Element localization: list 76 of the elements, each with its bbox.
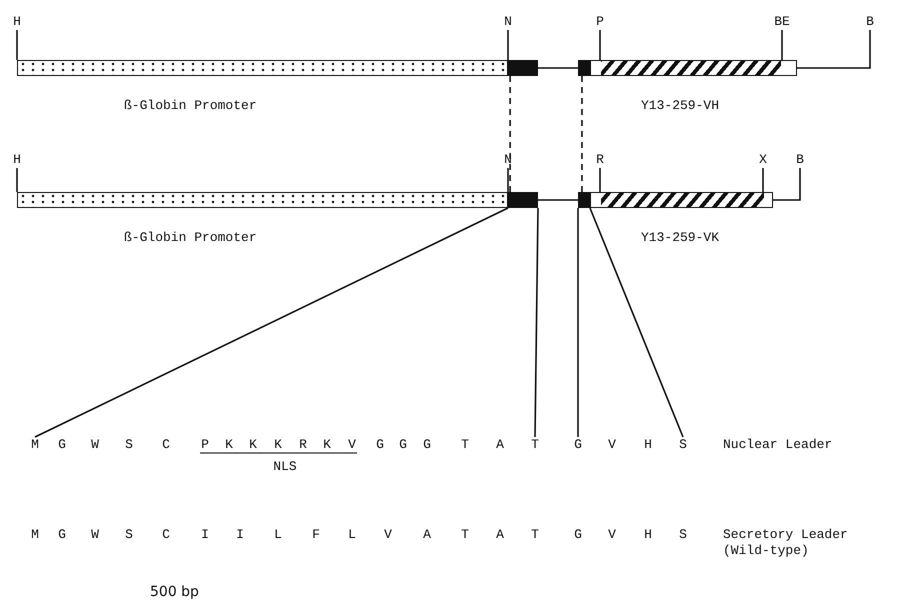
connector-line <box>577 208 579 437</box>
amino-acid-letter: T <box>531 437 539 453</box>
dashed-connector <box>509 76 511 192</box>
connector-line <box>34 207 508 438</box>
amino-acid-letter: A <box>496 437 504 453</box>
amino-acid-letter: H <box>644 527 652 543</box>
amino-acid-letter: C <box>162 437 170 453</box>
amino-acid-letter: I <box>236 527 244 543</box>
site-label: B <box>866 14 874 30</box>
connector-line <box>599 168 601 192</box>
site-label: N <box>504 14 512 30</box>
amino-acid-letter: G <box>58 527 66 543</box>
amino-acid-letter: K <box>323 437 331 453</box>
amino-acid-letter: G <box>423 437 431 453</box>
connector-line <box>507 30 509 60</box>
amino-acid-letter: G <box>376 437 384 453</box>
amino-acid-letter: L <box>348 527 356 543</box>
amino-acid-letter: T <box>461 527 469 543</box>
amino-acid-letter: V <box>348 437 356 453</box>
amino-acid-letter: S <box>679 527 687 543</box>
amino-acid-letter: G <box>399 437 407 453</box>
connector-line <box>762 168 764 192</box>
amino-acid-letter: S <box>679 437 687 453</box>
segment-caption: Y13-259-VH <box>641 98 720 114</box>
amino-acid-letter: S <box>125 437 133 453</box>
amino-acid-letter: K <box>225 437 233 453</box>
amino-acid-letter: R <box>299 437 307 453</box>
amino-acid-letter: V <box>384 527 392 543</box>
connector-line <box>538 199 578 201</box>
segment-caption: ß-Globin Promoter <box>124 98 257 114</box>
segment-caption: Y13-259-VK <box>641 230 720 246</box>
amino-acid-letter: T <box>461 437 469 453</box>
amino-acid-letter: T <box>531 527 539 543</box>
connector-line <box>16 168 18 192</box>
connector-line <box>797 30 871 69</box>
amino-acid-letter: M <box>31 527 39 543</box>
connector-line <box>16 30 18 60</box>
amino-acid-letter: H <box>644 437 652 453</box>
connector-line <box>599 30 601 60</box>
amino-acid-letter: G <box>574 527 582 543</box>
connector-line <box>781 30 783 60</box>
segment-caption: ß-Globin Promoter <box>124 230 257 246</box>
motif-label: NLS <box>273 459 297 475</box>
amino-acid-letter: G <box>58 437 66 453</box>
connector-line <box>773 168 801 201</box>
amino-acid-letter: M <box>31 437 39 453</box>
amino-acid-letter: V <box>608 437 616 453</box>
scale-label: 500 bp <box>150 584 199 600</box>
amino-acid-letter: G <box>574 437 582 453</box>
amino-acid-letter: W <box>91 527 99 543</box>
site-label: X <box>759 152 767 168</box>
amino-acid-letter: W <box>91 437 99 453</box>
connector-line <box>589 208 684 438</box>
connector-line <box>538 67 578 69</box>
amino-acid-letter: P <box>201 437 209 453</box>
amino-acid-letter: K <box>249 437 257 453</box>
amino-acid-letter: F <box>312 527 320 543</box>
sequence-label: Secretory Leader (Wild-type) <box>723 527 849 559</box>
amino-acid-letter: K <box>274 437 282 453</box>
amino-acid-letter: V <box>608 527 616 543</box>
site-label: B <box>796 152 804 168</box>
site-label: H <box>13 152 21 168</box>
connector-line <box>507 168 509 192</box>
site-label: P <box>596 14 604 30</box>
site-label: H <box>13 14 21 30</box>
amino-acid-letter: L <box>274 527 282 543</box>
amino-acid-letter: A <box>496 527 504 543</box>
sequence-label: Nuclear Leader <box>723 437 832 453</box>
site-label: R <box>596 152 604 168</box>
site-label: BE <box>774 14 790 30</box>
amino-acid-letter: S <box>125 527 133 543</box>
dashed-connector <box>581 76 583 192</box>
connector-line <box>534 208 539 437</box>
amino-acid-letter: A <box>423 527 431 543</box>
amino-acid-letter: C <box>162 527 170 543</box>
amino-acid-letter: I <box>201 527 209 543</box>
